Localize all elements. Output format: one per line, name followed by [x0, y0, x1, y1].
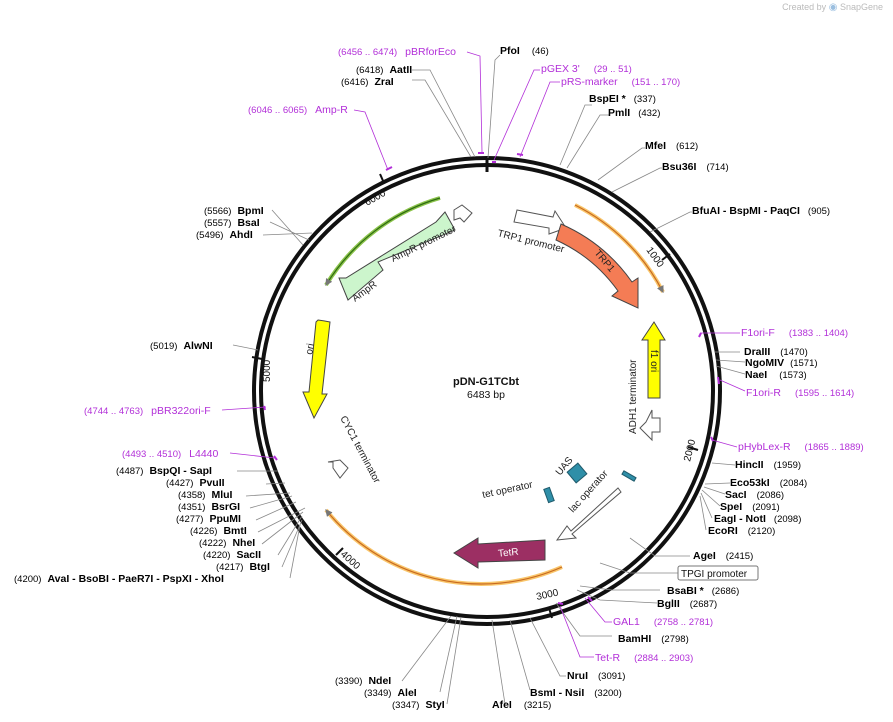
enzyme-saci: SacI(2086)	[725, 489, 784, 501]
enzyme-ppumi: (4277)PpuMI	[176, 513, 241, 525]
enzyme-pmli: PmlI(432)	[608, 107, 660, 119]
ampr-promoter-arrow	[453, 204, 473, 223]
trp1-promoter-label: TRP1 promoter	[496, 228, 566, 255]
tick-label-2000: 2000	[682, 438, 698, 463]
enzyme-mlui: (4358)MluI	[178, 489, 233, 501]
created-by-snapgene: Created by ◉ SnapGene	[782, 2, 883, 13]
enzyme-labels: PfoI(46) (6418)AatII (6416)ZraI BspEI *(…	[14, 45, 830, 711]
cyc1-terminator-label: CYC1 terminator	[337, 414, 382, 486]
enzyme-ecori: EcoRI(2120)	[708, 525, 775, 537]
primer-pbrforeco: (6456 .. 6474)pBRforEco	[338, 46, 456, 58]
tick-label-5000: 5000	[262, 359, 273, 382]
enzyme-btgi: (4217)BtgI	[216, 561, 270, 573]
enzyme-ahdi: (5496)AhdI	[196, 229, 253, 241]
enzyme-styi: (3347)StyI	[392, 699, 445, 711]
enzyme-nrui: NruI(3091)	[567, 670, 625, 682]
enzyme-pfoi: PfoI(46)	[500, 45, 549, 57]
primer-f1orif: F1ori-F(1383 .. 1404)	[741, 327, 848, 339]
primer-leader-lines	[221, 51, 746, 658]
enzyme-zrai: (6416)ZraI	[341, 76, 394, 88]
primer-gal1: GAL1(2758 .. 2781)	[613, 616, 713, 628]
enzyme-eagi: EagI - NotI(2098)	[714, 513, 801, 525]
enzyme-bmti: (4226)BmtI	[190, 525, 247, 537]
enzyme-afei: AfeI(3215)	[492, 699, 551, 711]
leader-lines	[232, 54, 746, 705]
enzyme-nhei: (4222)NheI	[199, 537, 255, 549]
enzyme-naei: NaeI(1573)	[745, 369, 807, 381]
enzyme-bspqi: (4487)BspQI - SapI	[116, 465, 212, 477]
enzyme-pvuii: (4427)PvuII	[166, 477, 225, 489]
enzyme-bsabi: BsaBI *(2686)	[667, 585, 739, 597]
lac-operator-arrow	[555, 487, 622, 541]
enzyme-hincii: HincII(1959)	[735, 459, 801, 471]
trp1-arrow	[555, 223, 639, 309]
enzyme-bamhi: BamHI(2798)	[618, 633, 689, 645]
f1-ori-arrow	[641, 321, 666, 399]
adh1-terminator-arrow	[639, 409, 661, 442]
enzyme-ngomiv: NgoMIV(1571)	[745, 357, 818, 369]
primer-prsmarker: pRS-marker(151 .. 170)	[561, 76, 680, 88]
enzyme-sacii: (4220)SacII	[203, 549, 261, 561]
plasmid-length: 6483 bp	[467, 389, 505, 401]
tet-operator-label: tet operator	[481, 479, 534, 501]
enzyme-spei: SpeI(2091)	[720, 501, 780, 513]
adh1-terminator-label: ADH1 terminator	[628, 359, 639, 434]
ori-arrow	[302, 319, 331, 420]
enzyme-bsrgi: (4351)BsrGI	[178, 501, 240, 513]
enzyme-bspei: BspEI *(337)	[589, 93, 656, 105]
brand-name: SnapGene	[839, 2, 883, 12]
ampr-arrow	[338, 211, 456, 301]
enzyme-mfei: MfeI(612)	[645, 140, 698, 152]
plasmid-name: pDN-G1TCbt	[453, 376, 519, 388]
enzyme-draiii: DraIII(1470)	[744, 346, 808, 358]
enzyme-eco53ki: Eco53kI(2084)	[730, 477, 807, 489]
f1-ori-label: f1 ori	[648, 350, 659, 372]
tpgi-promoter-tag: TPGI promoter	[677, 565, 759, 581]
backbone	[252, 156, 722, 626]
enzyme-bsu36i: Bsu36I(714)	[662, 161, 729, 173]
tetr-arrow	[453, 537, 546, 569]
enzyme-aatii: (6418)AatII	[356, 64, 412, 76]
enzyme-alei: (3349)AleI	[364, 687, 417, 699]
enzyme-bfuai: BfuAI - BspMI - PaqCI(905)	[692, 205, 830, 217]
primer-l4440: (4493 .. 4510)L4440	[122, 448, 219, 460]
primer-labels: (6456 .. 6474)pBRforEco pGEX 3'(29 .. 51…	[84, 46, 864, 664]
primer-phyblexr: pHybLex-R(1865 .. 1889)	[738, 441, 864, 453]
ori-label: ori	[304, 343, 317, 356]
enzyme-avai: (4200)AvaI - BsoBI - PaeR7I - PspXI - Xh…	[14, 573, 224, 585]
enzyme-alwni: (5019)AlwNI	[150, 340, 213, 352]
snapgene-logo-icon: ◉	[828, 2, 838, 13]
primer-ampr: (6046 .. 6065)Amp-R	[248, 104, 348, 116]
tetr-label: TetR	[498, 547, 520, 560]
small-feature-box	[621, 470, 637, 482]
tet-operator-box	[543, 486, 555, 504]
cyc1-terminator-arrow	[327, 459, 349, 479]
primer-pbr322orif: (4744 .. 4763)pBR322ori-F	[84, 405, 211, 417]
primer-tetr: Tet-R(2884 .. 2903)	[595, 652, 693, 664]
tick-marks	[251, 173, 699, 619]
tick-label-3000: 3000	[535, 587, 559, 602]
primer-f1orir: F1ori-R(1595 .. 1614)	[746, 387, 854, 399]
uas-box	[566, 462, 588, 484]
enzyme-bsmi: BsmI - NsiI(3200)	[530, 687, 622, 699]
enzyme-ndei: (3390)NdeI	[335, 675, 391, 687]
tpgi-promoter-label: TPGI promoter	[681, 569, 748, 580]
primer-pgex3: pGEX 3'(29 .. 51)	[541, 63, 632, 75]
enzyme-agei: AgeI(2415)	[693, 550, 753, 562]
created-by-text: Created by	[782, 2, 827, 12]
primer-marks	[263, 152, 720, 605]
trp1-promoter-arrow	[513, 209, 567, 235]
plasmid-title: pDN-G1TCbt 6483 bp	[453, 376, 519, 401]
enzyme-bpmi: (5566)BpmI	[204, 205, 264, 217]
enzyme-bsai: (5557)BsaI	[204, 217, 260, 229]
enzyme-bglii: BglII(2687)	[657, 598, 717, 610]
